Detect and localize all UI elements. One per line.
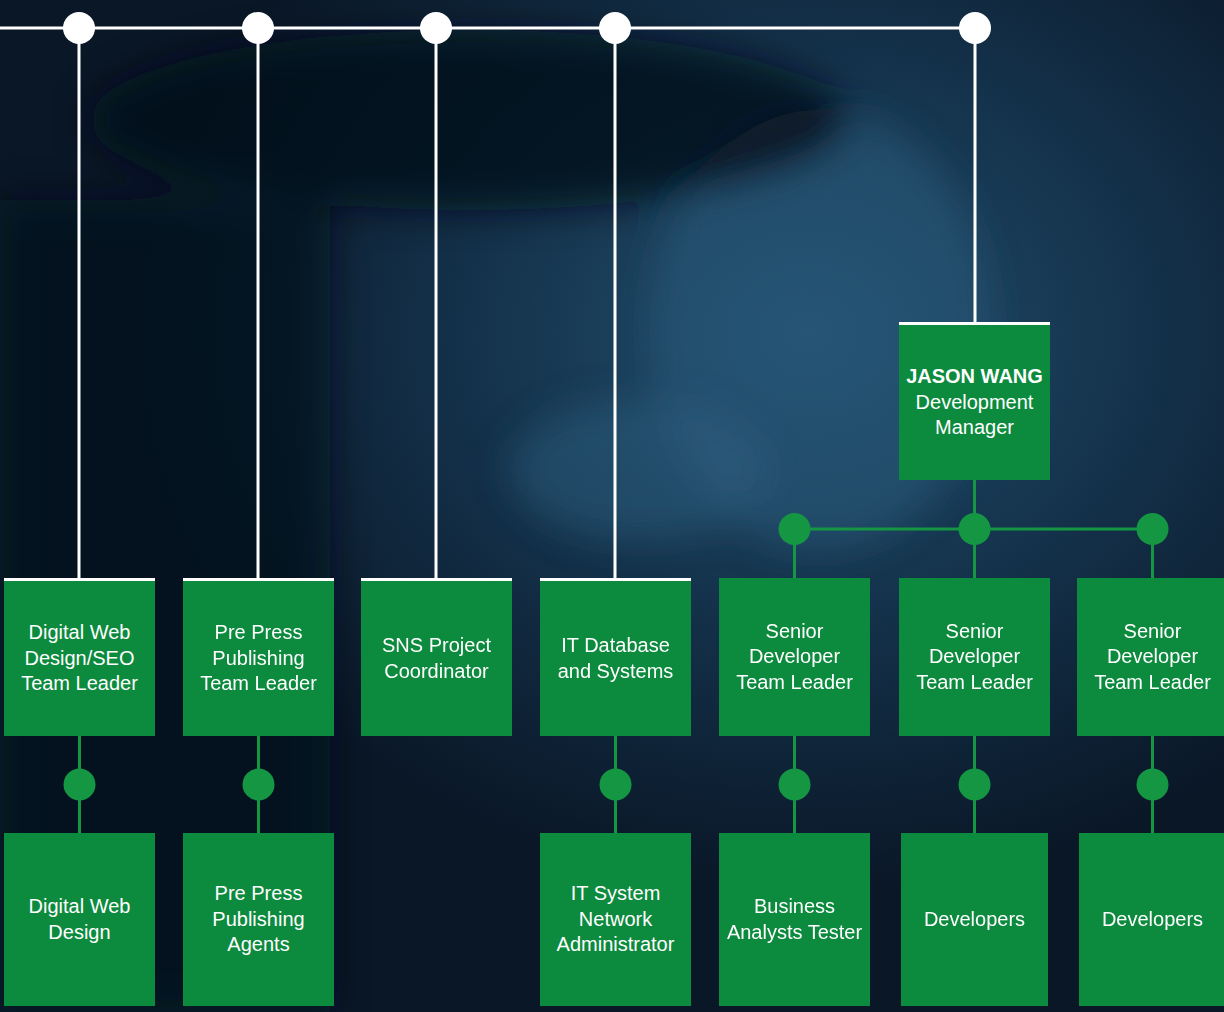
role-box: Senior Developer Team Leader: [899, 578, 1050, 736]
role-box: Digital Web Design: [4, 833, 155, 1006]
role-box: Business Analysts Tester: [719, 833, 870, 1006]
role-title: Developers: [924, 907, 1025, 933]
role-title: SNS Project Coordinator: [367, 633, 506, 684]
role-box: Developers: [1079, 833, 1224, 1006]
role-title: Pre Press Publishing Agents: [189, 881, 328, 958]
bus-drop: [974, 28, 977, 322]
bus-line: [0, 27, 975, 30]
role-title: Senior Developer Team Leader: [1083, 619, 1222, 696]
role-box: Senior Developer Team Leader: [719, 578, 870, 736]
junction-dot: [1137, 513, 1169, 545]
junction-dot: [64, 769, 96, 801]
junction-dot: [779, 769, 811, 801]
bus-dot: [63, 12, 95, 44]
role-box: IT System Network Administrator: [540, 833, 691, 1006]
role-title: Digital Web Design: [10, 894, 149, 945]
role-box: Developers: [901, 833, 1048, 1006]
junction-dot: [243, 769, 275, 801]
bus-drop: [78, 28, 81, 578]
role-box: Pre Press Publishing Team Leader: [183, 578, 334, 736]
bus-drop: [614, 28, 617, 578]
junction-dot: [959, 513, 991, 545]
role-title: IT Database and Systems: [546, 633, 685, 684]
role-title: IT System Network Administrator: [546, 881, 685, 958]
role-box: Senior Developer Team Leader: [1077, 578, 1224, 736]
photo-figure: [0, 30, 990, 1012]
bus-drop: [257, 28, 260, 578]
role-title: Senior Developer Team Leader: [905, 619, 1044, 696]
role-title: Development Manager: [905, 390, 1044, 441]
junction-dot: [1137, 769, 1169, 801]
role-box: SNS Project Coordinator: [361, 578, 512, 736]
reporting-line: [795, 480, 975, 578]
role-box: Digital Web Design/SEO Team Leader: [4, 578, 155, 736]
person-name: JASON WANG: [906, 364, 1043, 390]
role-title: Senior Developer Team Leader: [725, 619, 864, 696]
bus-dot: [242, 12, 274, 44]
hat-shape: [90, 30, 850, 210]
role-box: Pre Press Publishing Agents: [183, 833, 334, 1006]
hand-shape: [510, 400, 770, 540]
role-box: IT Database and Systems: [540, 578, 691, 736]
bus-dot: [959, 12, 991, 44]
bus-drop: [435, 28, 438, 578]
reporting-line: [975, 480, 1153, 578]
role-title: Developers: [1102, 907, 1203, 933]
role-title: Digital Web Design/SEO Team Leader: [10, 620, 149, 697]
bus-dot: [420, 12, 452, 44]
role-title: Business Analysts Tester: [725, 894, 864, 945]
junction-dot: [779, 513, 811, 545]
junction-dot: [600, 769, 632, 801]
manager-box: JASON WANGDevelopment Manager: [899, 322, 1050, 480]
role-title: Pre Press Publishing Team Leader: [189, 620, 328, 697]
junction-dot: [959, 769, 991, 801]
bus-dot: [599, 12, 631, 44]
